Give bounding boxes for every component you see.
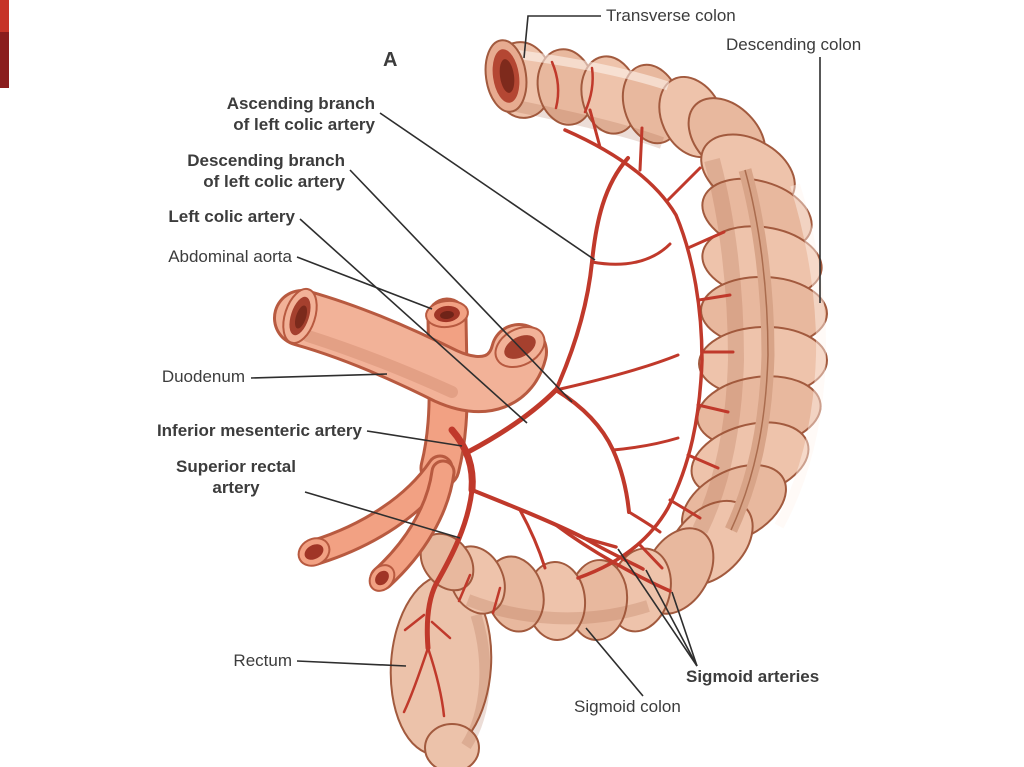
- label-inferior-mesenteric-artery: Inferior mesenteric artery: [156, 421, 362, 440]
- pointer-sigmoid-arteries-3: [671, 591, 698, 667]
- figure-letter-a: A: [383, 49, 398, 71]
- label-sigmoid-arteries: Sigmoid arteries: [686, 667, 820, 686]
- pointer-ascending-branch: [379, 112, 596, 261]
- pointer-inferior-mesenteric-artery: [366, 430, 463, 447]
- taenia-coli-band: [725, 168, 775, 533]
- label-transverse-colon: Transverse colon: [606, 6, 736, 25]
- label-descending-branch: Descending branch of left colic artery: [187, 151, 345, 191]
- left-colic-artery-vessel: [465, 387, 559, 455]
- marginal-artery-vessel: [563, 128, 704, 580]
- pointer-left-colic-artery: [299, 218, 528, 424]
- pointer-rectum: [296, 660, 407, 667]
- transverse-colon-cut-end: [484, 39, 528, 113]
- label-duodenum: Duodenum: [161, 367, 245, 386]
- artery-tree-drawing: [402, 60, 735, 718]
- pointer-lines: [250, 15, 821, 697]
- abdominal-aorta-drawing: [297, 297, 469, 592]
- label-abdominal-aorta: Abdominal aorta: [168, 247, 292, 266]
- pointer-sigmoid-colon: [585, 627, 644, 697]
- pointer-sigmoid-arteries-2: [645, 569, 698, 667]
- sigmoid-shading: [465, 594, 650, 625]
- ascending-branch-vessel: [554, 156, 630, 392]
- pointer-descending-branch: [349, 169, 573, 403]
- page-edge-strips: [0, 0, 9, 88]
- pointer-duodenum: [250, 373, 388, 379]
- pointer-abdominal-aorta: [296, 256, 433, 310]
- label-sigmoid-colon: Sigmoid colon: [574, 697, 681, 716]
- label-ascending-branch: Ascending branch of left colic artery: [226, 94, 375, 134]
- inferior-mesenteric-artery-vessel: [448, 426, 476, 494]
- label-left-colic-artery: Left colic artery: [168, 207, 295, 226]
- label-rectum: Rectum: [233, 651, 292, 670]
- pointer-superior-rectal-artery: [304, 491, 461, 539]
- label-descending-colon: Descending colon: [726, 35, 862, 54]
- sigmoid-arteries-vessel: [470, 488, 586, 540]
- edge-strip-bottom: [0, 32, 9, 88]
- edge-strip-top: [0, 0, 9, 32]
- pointer-transverse-colon: [523, 15, 601, 59]
- superior-rectal-artery-vessel: [424, 487, 475, 651]
- label-superior-rectal-artery: Superior rectal artery: [176, 457, 296, 497]
- pointer-sigmoid-arteries-1: [617, 548, 698, 667]
